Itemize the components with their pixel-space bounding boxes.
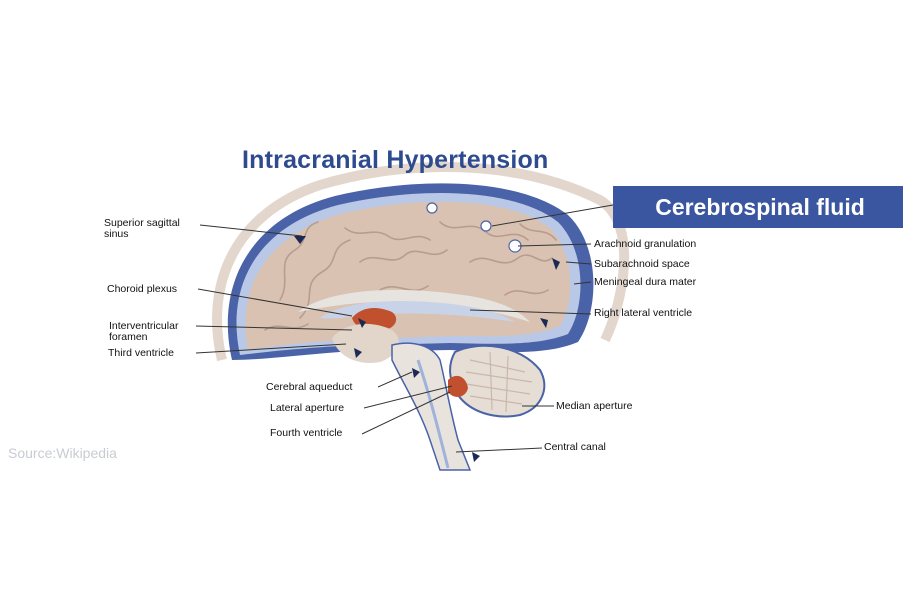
label-text: foramen	[109, 331, 148, 343]
label-subarachnoid-space: Subarachnoid space	[594, 258, 690, 270]
diagram-title: Intracranial Hypertension	[242, 146, 549, 174]
diencephalon	[332, 323, 399, 363]
label-right-lateral-ventricle: Right lateral ventricle	[594, 307, 693, 319]
cerebellum-folia	[465, 351, 533, 413]
csf-flow-arrows	[294, 236, 560, 462]
skull-outline	[212, 161, 630, 362]
label-text: Interventricular	[109, 320, 179, 332]
label-third-ventricle: Third ventricle	[108, 347, 174, 359]
label-choroid-plexus: Choroid plexus	[107, 283, 178, 295]
leader-lines	[195, 204, 614, 453]
label-lateral-aperture: Lateral aperture	[270, 402, 345, 414]
corpus-callosum	[298, 289, 530, 322]
label-interventricular-foramen: Interventricular foramen	[109, 321, 178, 343]
csf-badge: Cerebrospinal fluid	[613, 186, 903, 228]
gyri-pattern	[264, 221, 557, 331]
label-median-aperture: Median aperture	[556, 400, 633, 412]
arachnoid-granulations	[426, 202, 522, 253]
label-superior-sagittal-sinus: Superior sagittal sinus	[104, 218, 180, 240]
label-arachnoid-granulation: Arachnoid granulation	[594, 238, 697, 250]
label-fourth-ventricle: Fourth ventricle	[270, 427, 343, 439]
source-watermark: Source:Wikipedia	[8, 445, 117, 461]
label-cerebral-aqueduct: Cerebral aqueduct	[266, 381, 353, 393]
label-text: Superior sagittal	[104, 217, 180, 229]
label-meningeal-dura-mater: Meningeal dura mater	[594, 276, 697, 288]
label-central-canal: Central canal	[544, 441, 606, 453]
fourth-ventricle-shape	[448, 375, 468, 397]
lateral-ventricle	[320, 300, 515, 322]
label-text: sinus	[104, 228, 129, 240]
central-canal	[416, 359, 450, 469]
